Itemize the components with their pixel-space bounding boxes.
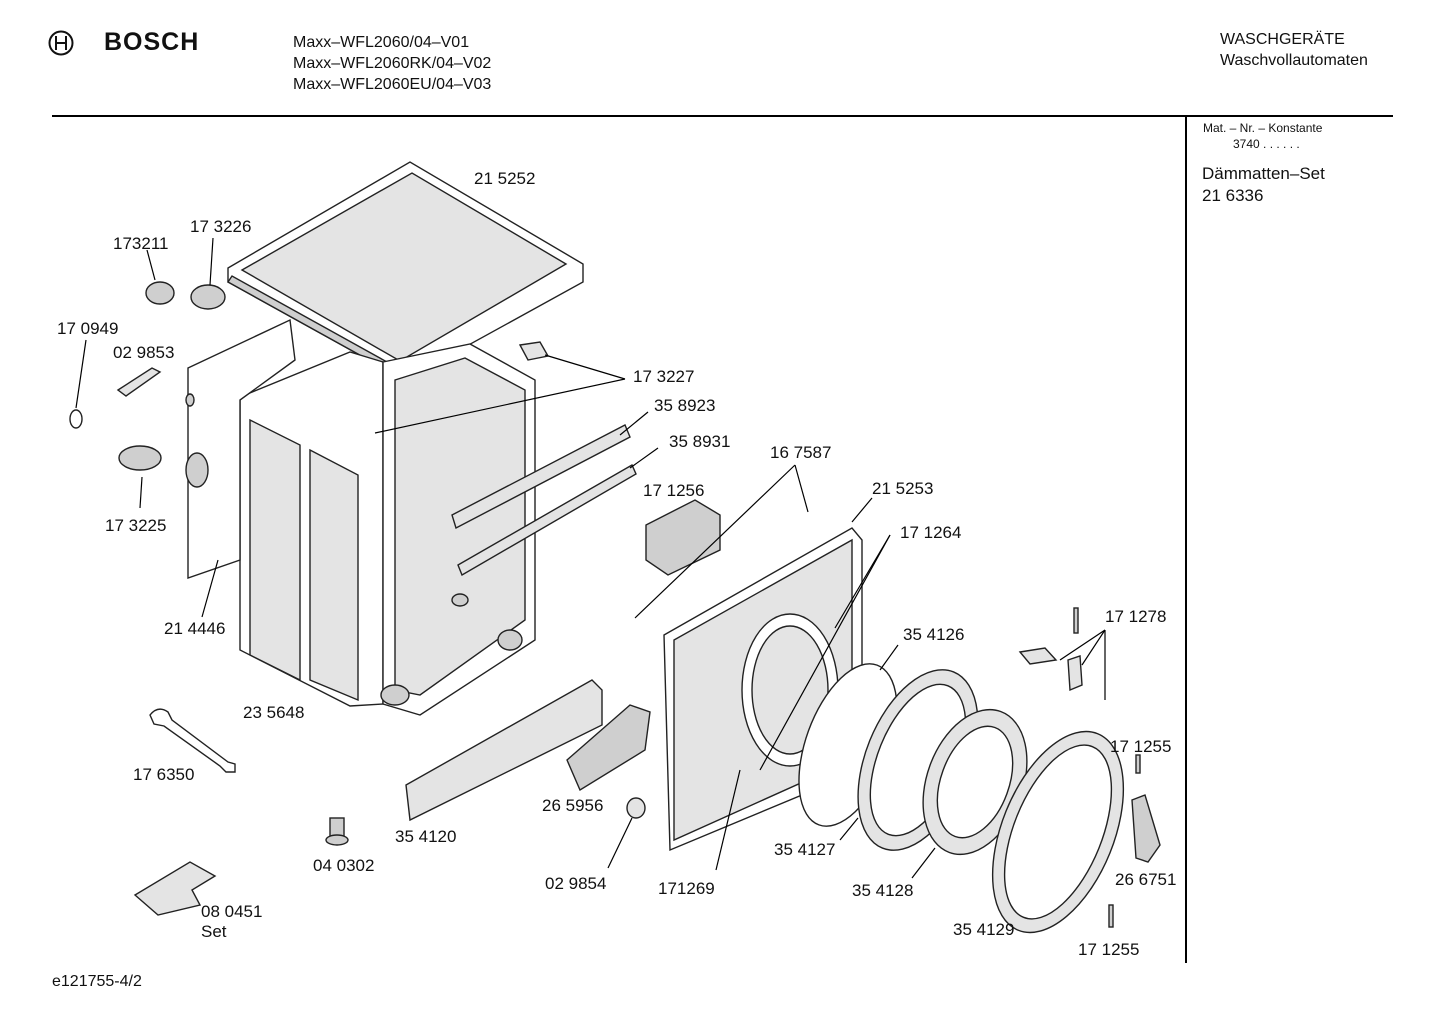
part-label: 35 4128	[852, 881, 914, 900]
category-subtitle: Waschvollautomaten	[1220, 52, 1368, 69]
category-block: WASCHGERÄTE Waschvollautomaten	[1220, 29, 1368, 71]
part-label: 17 6350	[133, 765, 195, 784]
part-label: 02 9853	[113, 343, 175, 362]
part-label: 35 4126	[903, 625, 965, 644]
part-label: 21 4446	[164, 619, 226, 638]
part-label: 35 4120	[395, 827, 457, 846]
control-panel-part	[405, 679, 651, 822]
part-label: 23 5648	[243, 703, 305, 722]
part-label: 21 5252	[474, 169, 536, 188]
part-label: 17 3226	[190, 217, 252, 236]
mat-nr-label: Mat. – Nr. – Konstante	[1203, 121, 1323, 135]
wrench-part	[149, 708, 236, 773]
part-label: 26 6751	[1115, 870, 1177, 889]
leader-lines	[75, 237, 1106, 879]
cabinet-part	[239, 343, 536, 716]
struts-part	[451, 424, 637, 577]
door-lock-part	[645, 499, 721, 576]
part-label: 17 1264	[900, 523, 962, 542]
part-label: 171269	[658, 879, 715, 898]
set-name: Dämmatten–Set	[1202, 164, 1325, 183]
transport-set-part	[133, 861, 217, 916]
part-label: 17 1278	[1105, 607, 1167, 626]
knob-part	[626, 797, 646, 819]
rear-panel-part	[185, 318, 296, 579]
model-list: Maxx–WFL2060/04–V01 Maxx–WFL2060RK/04–V0…	[293, 32, 491, 95]
part-label: 26 5956	[542, 796, 604, 815]
part-label: 17 3227	[633, 367, 695, 386]
foot-part	[325, 817, 349, 846]
part-label: Set	[201, 922, 227, 941]
bosch-logo-icon	[48, 30, 74, 56]
set-number: 21 6336	[1202, 186, 1264, 205]
part-label: 17 1255	[1078, 940, 1140, 959]
part-label: 17 1256	[643, 481, 705, 500]
model-line: Maxx–WFL2060/04–V01	[293, 34, 470, 51]
part-label: 17 1255	[1110, 737, 1172, 756]
mat-nr-value: 3740 . . . . . .	[1233, 137, 1300, 151]
part-label: 16 7587	[770, 443, 832, 462]
part-label: 35 8931	[669, 432, 731, 451]
model-line: Maxx–WFL2060EU/04–V03	[293, 76, 492, 93]
brand-name: BOSCH	[104, 28, 200, 56]
part-label: 173211	[113, 234, 169, 253]
drawing-code: e121755-4/2	[52, 973, 142, 990]
door-rings-part	[798, 663, 1125, 934]
part-label: 21 5253	[872, 479, 934, 498]
part-label: 35 4129	[953, 920, 1015, 939]
part-label: 35 8923	[654, 396, 716, 415]
part-label: 17 3225	[105, 516, 167, 535]
part-label: 02 9854	[545, 874, 607, 893]
part-label: 08 0451	[201, 902, 263, 921]
small-parts	[69, 281, 550, 471]
top-lid-part	[226, 161, 584, 382]
category-title: WASCHGERÄTE	[1220, 31, 1345, 48]
model-line: Maxx–WFL2060RK/04–V02	[293, 55, 492, 72]
part-label: 04 0302	[313, 856, 375, 875]
hinge-parts	[1018, 607, 1161, 928]
part-label: 17 0949	[57, 319, 119, 338]
part-label: 35 4127	[774, 840, 836, 859]
